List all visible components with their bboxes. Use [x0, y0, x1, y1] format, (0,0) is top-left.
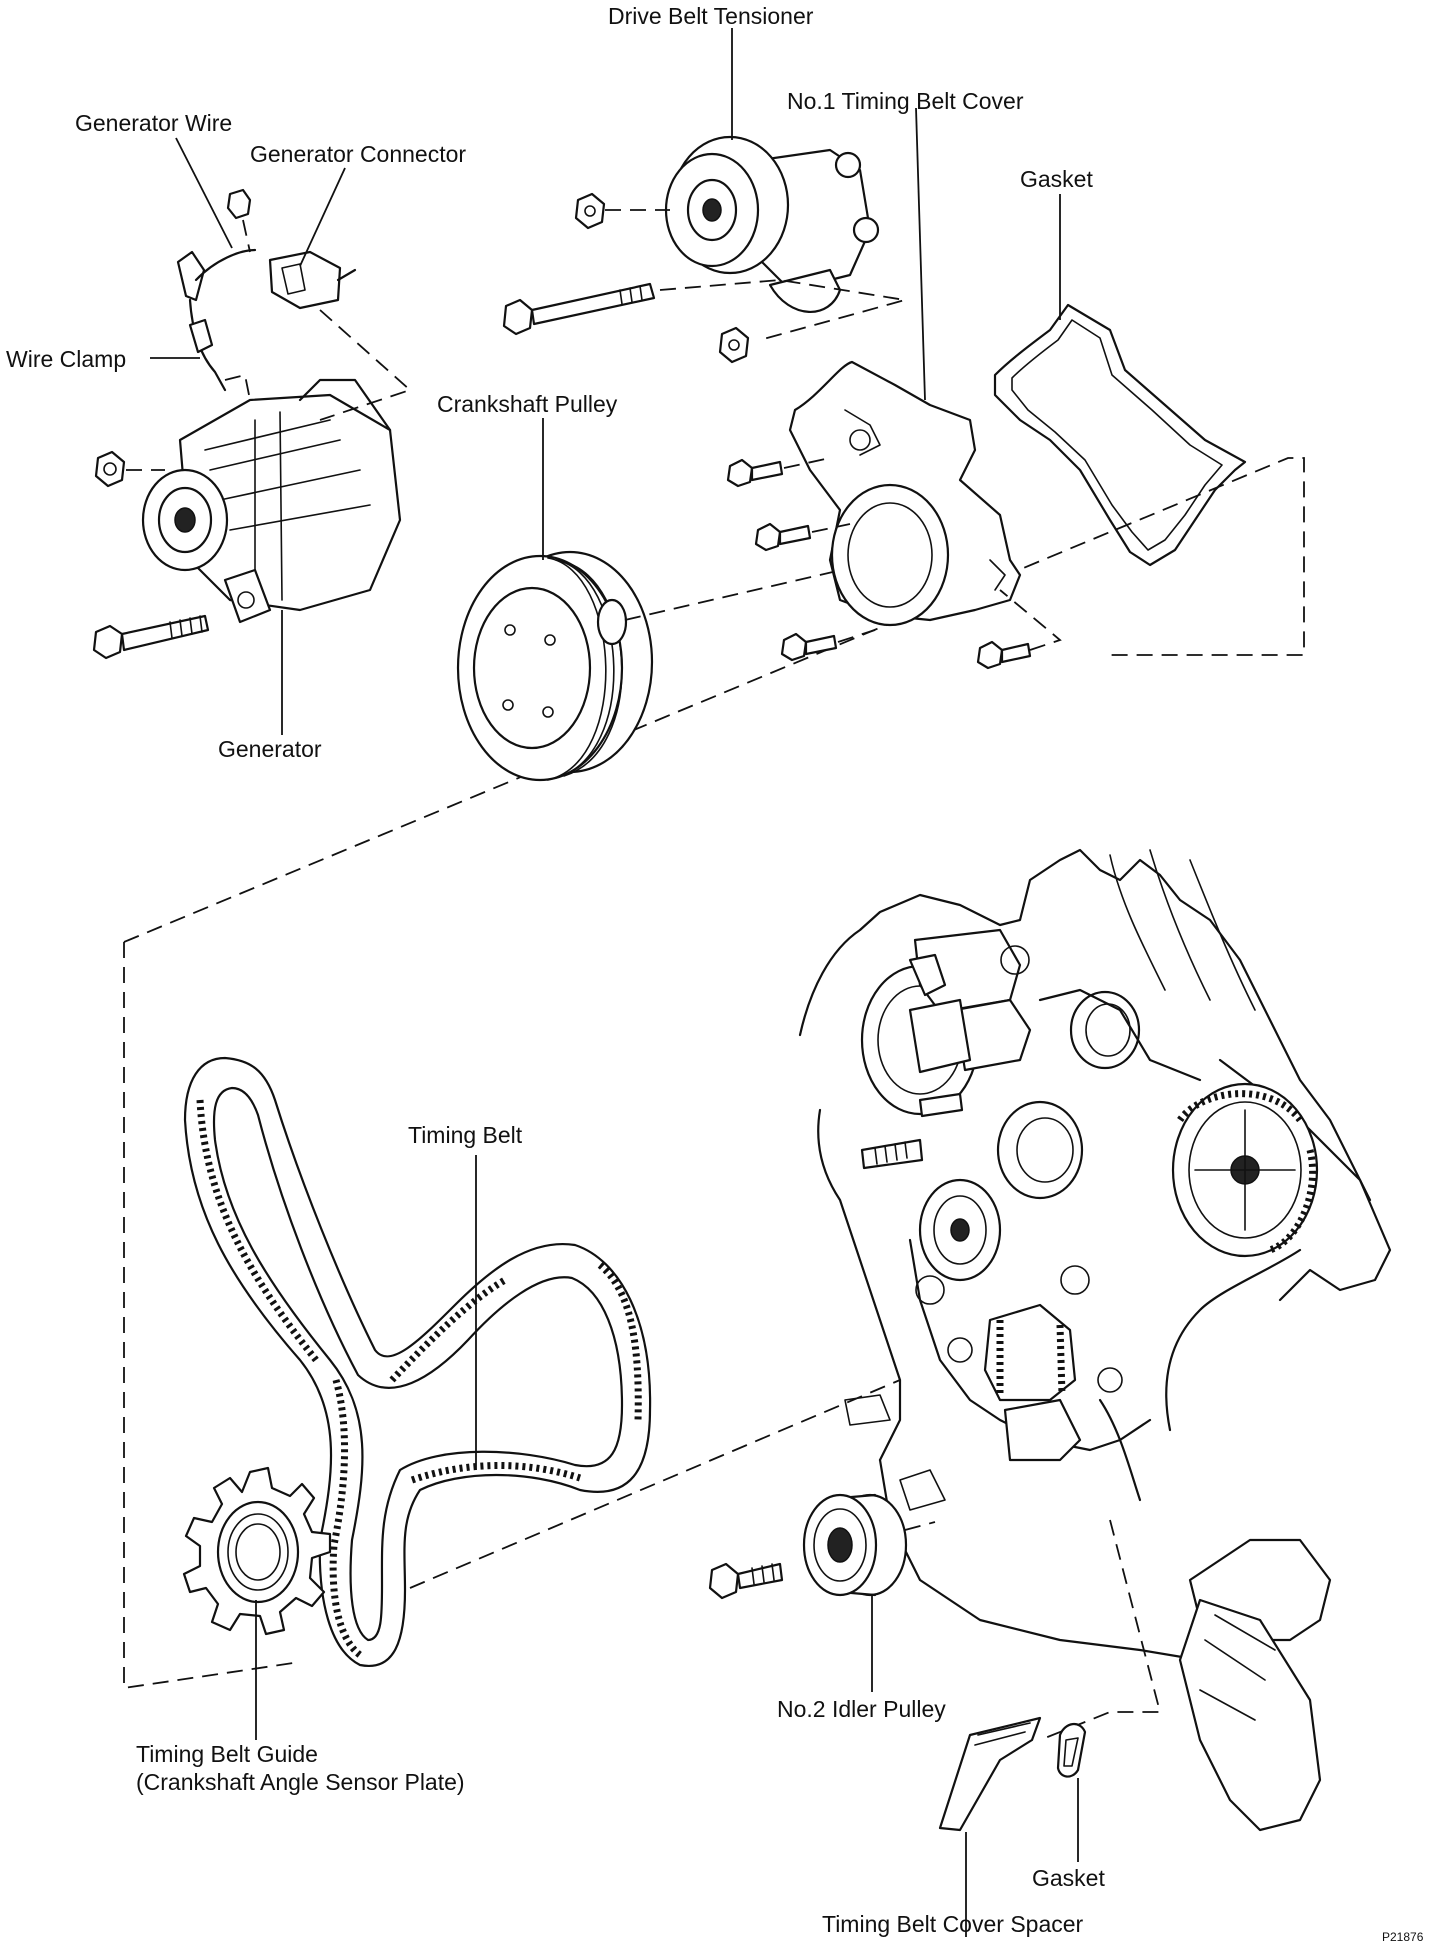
assembly-outline-dashed-left	[123, 942, 301, 1690]
cover-bolt-1	[726, 458, 784, 488]
engine-block-part	[798, 848, 1392, 1832]
label-no1-timing-belt-cover: No.1 Timing Belt Cover	[787, 88, 1024, 114]
label-gasket-lower: Gasket	[1032, 1865, 1105, 1891]
generator-part	[141, 378, 402, 624]
label-timing-belt-guide-line2: (Crankshaft Angle Sensor Plate)	[136, 1769, 465, 1795]
generator-wire-part	[176, 248, 257, 392]
tensioner-nut-upper	[574, 192, 606, 230]
cover-bolt-2	[754, 522, 812, 552]
idler-pulley-bolt	[708, 1562, 784, 1600]
drive-belt-tensioner-part	[664, 135, 880, 313]
label-generator-connector: Generator Connector	[250, 141, 466, 167]
gasket-lower-part	[1056, 1723, 1087, 1778]
timing-belt-cover-spacer-part	[938, 1716, 1042, 1832]
no2-idler-pulley-part	[802, 1493, 908, 1597]
label-wire-clamp: Wire Clamp	[6, 346, 126, 372]
generator-connector-part	[268, 250, 357, 310]
label-drive-belt-tensioner: Drive Belt Tensioner	[608, 3, 814, 29]
engine-stud-1	[860, 1138, 924, 1170]
no1-timing-belt-cover-part	[788, 360, 1022, 627]
cover-bolt-3	[780, 632, 838, 662]
label-timing-belt: Timing Belt	[408, 1122, 523, 1148]
generator-nut	[94, 450, 126, 488]
label-crankshaft-pulley: Crankshaft Pulley	[437, 391, 618, 417]
label-timing-belt-guide-line1: Timing Belt Guide	[136, 1741, 318, 1767]
generator-bolt	[92, 614, 210, 660]
label-generator: Generator	[218, 736, 322, 762]
crankshaft-pulley-part	[456, 550, 654, 782]
cover-bolt-4	[976, 640, 1032, 670]
tensioner-nut-lower	[718, 326, 750, 364]
figure-code: P21876	[1382, 1930, 1424, 1944]
timing-belt-part	[183, 1056, 652, 1668]
label-generator-wire: Generator Wire	[75, 110, 232, 136]
label-no2-idler-pulley: No.2 Idler Pulley	[777, 1696, 946, 1722]
leader-lines	[150, 28, 1079, 1937]
label-gasket-upper: Gasket	[1020, 166, 1093, 192]
belt-to-engine-dashed	[409, 1379, 901, 1589]
tensioner-bolt	[502, 282, 656, 336]
label-timing-belt-cover-spacer: Timing Belt Cover Spacer	[822, 1911, 1084, 1937]
generator-wire-nut	[226, 188, 252, 220]
engine-stud-2	[918, 1092, 964, 1118]
timing-belt-guide-part	[182, 1466, 332, 1636]
gasket-upper-part	[993, 303, 1247, 567]
